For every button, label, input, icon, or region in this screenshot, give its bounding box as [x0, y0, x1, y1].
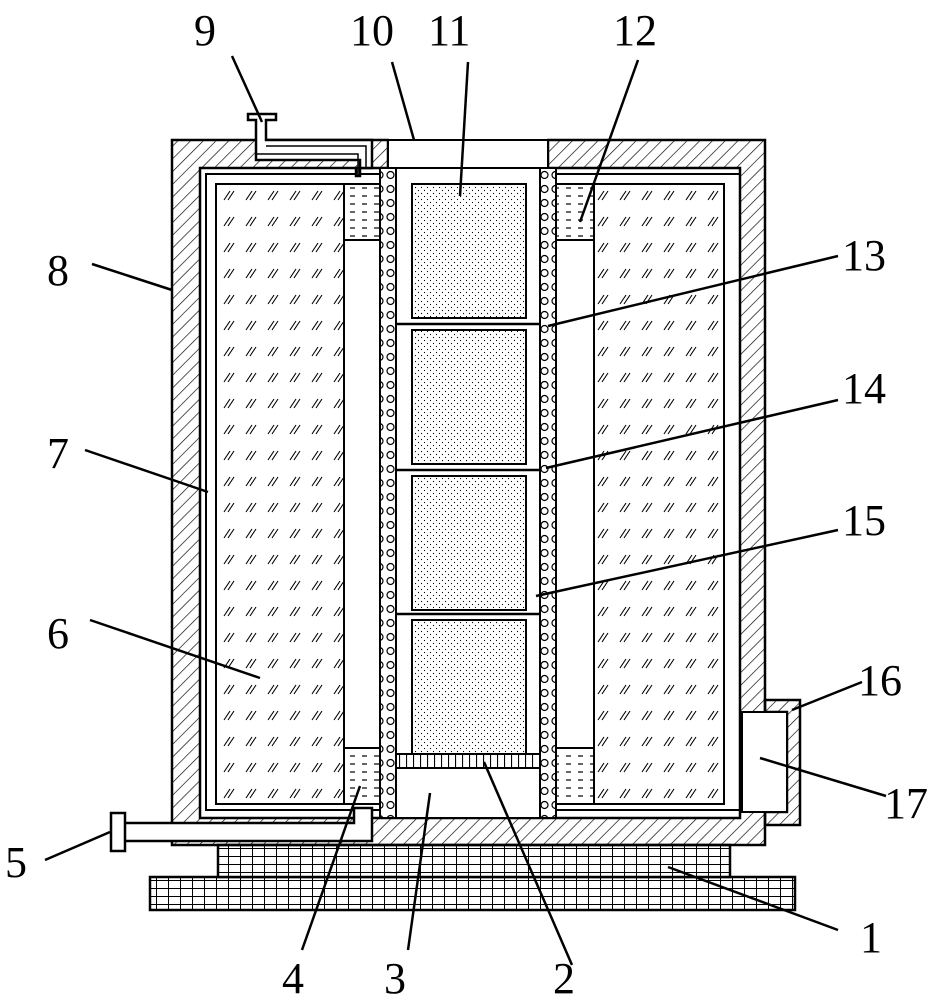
drain-pipe: [122, 806, 374, 843]
left-channel: [343, 183, 381, 805]
label-9: 9: [194, 6, 216, 55]
cartridge-1: [411, 183, 527, 319]
label-2: 2: [553, 954, 575, 1000]
label-8: 8: [47, 246, 69, 295]
drain-valve: [109, 811, 127, 853]
label-4: 4: [282, 954, 304, 1000]
right-filter: [593, 183, 725, 805]
seal-top-right: [555, 183, 595, 241]
base-block: [216, 843, 732, 879]
inlet-pipe-inner: [256, 145, 367, 176]
label-13: 13: [842, 231, 886, 280]
mesh-plate: [395, 753, 541, 769]
label-17: 17: [884, 779, 928, 828]
left-filter: [215, 183, 345, 805]
label-3: 3: [384, 954, 406, 1000]
top-opening: [387, 139, 549, 169]
label-7: 7: [47, 429, 69, 478]
label-10: 10: [350, 6, 394, 55]
seal-bottom-right: [555, 747, 595, 805]
right-channel: [555, 183, 595, 805]
base-plate: [148, 875, 797, 912]
label-16: 16: [858, 656, 902, 705]
perforated-wall-left: [379, 167, 397, 819]
label-6: 6: [47, 609, 69, 658]
seal-top-left: [343, 183, 381, 241]
cartridge-4: [411, 619, 527, 755]
label-5: 5: [5, 838, 27, 887]
inlet-pipe: [246, 112, 374, 178]
cartridge-2: [411, 329, 527, 465]
label-11: 11: [428, 6, 470, 55]
label-15: 15: [842, 496, 886, 545]
cartridge-3: [411, 475, 527, 611]
label-1: 1: [860, 913, 882, 962]
lower-chamber: [395, 767, 541, 819]
perforated-wall-right: [539, 167, 557, 819]
outlet-chamber: [741, 711, 788, 813]
label-12: 12: [613, 6, 657, 55]
seal-bottom-left: [343, 747, 381, 805]
label-14: 14: [842, 364, 886, 413]
